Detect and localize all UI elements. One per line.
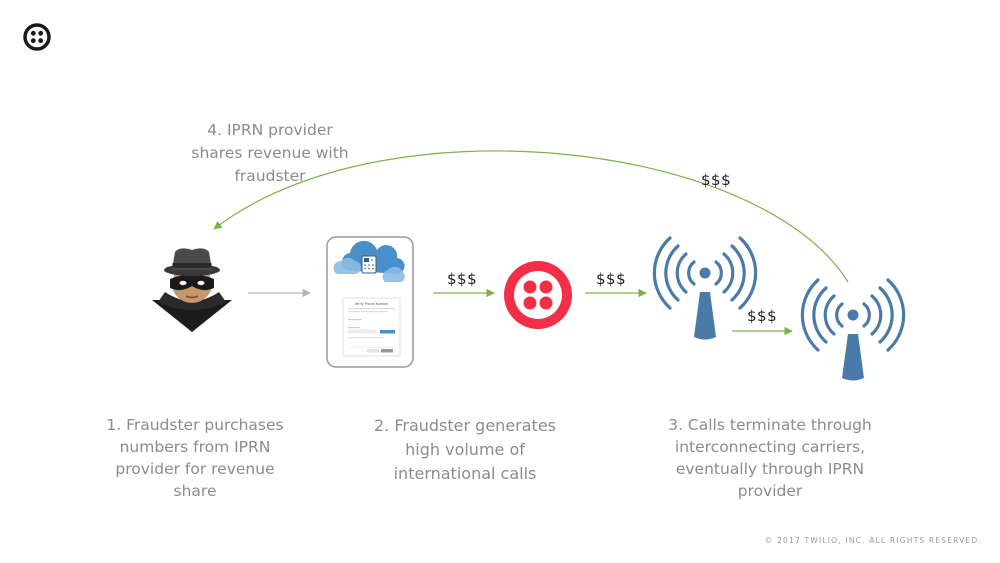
fraudster-icon — [152, 248, 232, 332]
step-3-line: eventually through IPRN — [675, 460, 865, 478]
step-2-label: 2. Fraudster generates high volume of in… — [350, 414, 580, 486]
money-label-to-carrier: $$$ — [596, 270, 627, 288]
step-2-line: 2. Fraudster generates — [373, 416, 556, 435]
step-1-label: 1. Fraudster purchases numbers from IPRN… — [95, 414, 295, 502]
step-1-line: 1. Fraudster purchases — [106, 416, 284, 434]
step-3-line: 3. Calls terminate through — [668, 416, 872, 434]
step-1-line: share — [173, 482, 217, 500]
money-label-return: $$$ — [701, 171, 732, 189]
step-4-line: shares revenue with — [191, 144, 349, 162]
step-3-label: 3. Calls terminate through interconnecti… — [655, 414, 885, 502]
money-label-carrier-to-carrier: $$$ — [747, 307, 778, 325]
step-4-label: 4. IPRN provider shares revenue with fra… — [160, 119, 380, 188]
step-1-line: numbers from IPRN — [119, 438, 271, 456]
carrier-tower-icon — [652, 236, 758, 340]
step-2-line: high volume of — [405, 440, 525, 459]
twilio-red-logo-icon — [504, 261, 572, 329]
step-4-line: 4. IPRN provider — [207, 121, 333, 139]
copyright-notice: © 2017 TWILIO, INC. ALL RIGHTS RESERVED. — [764, 536, 982, 545]
twilio-logo-icon — [23, 23, 51, 51]
step-2-line: international calls — [393, 464, 537, 483]
iprn-provider-tower-icon — [800, 278, 906, 381]
step-4-line: fraudster — [234, 167, 306, 185]
tablet-device-icon: Verify Phone Number — [326, 236, 414, 368]
step-1-line: provider for revenue — [115, 460, 275, 478]
revenue-return-arrow — [213, 150, 849, 283]
cloud-phone-icon — [333, 240, 405, 282]
step-3-line: provider — [737, 482, 803, 500]
money-label-to-twilio: $$$ — [447, 270, 478, 288]
device-screen-title: Verify Phone Number — [355, 302, 389, 306]
step-3-line: interconnecting carriers, — [674, 438, 866, 456]
